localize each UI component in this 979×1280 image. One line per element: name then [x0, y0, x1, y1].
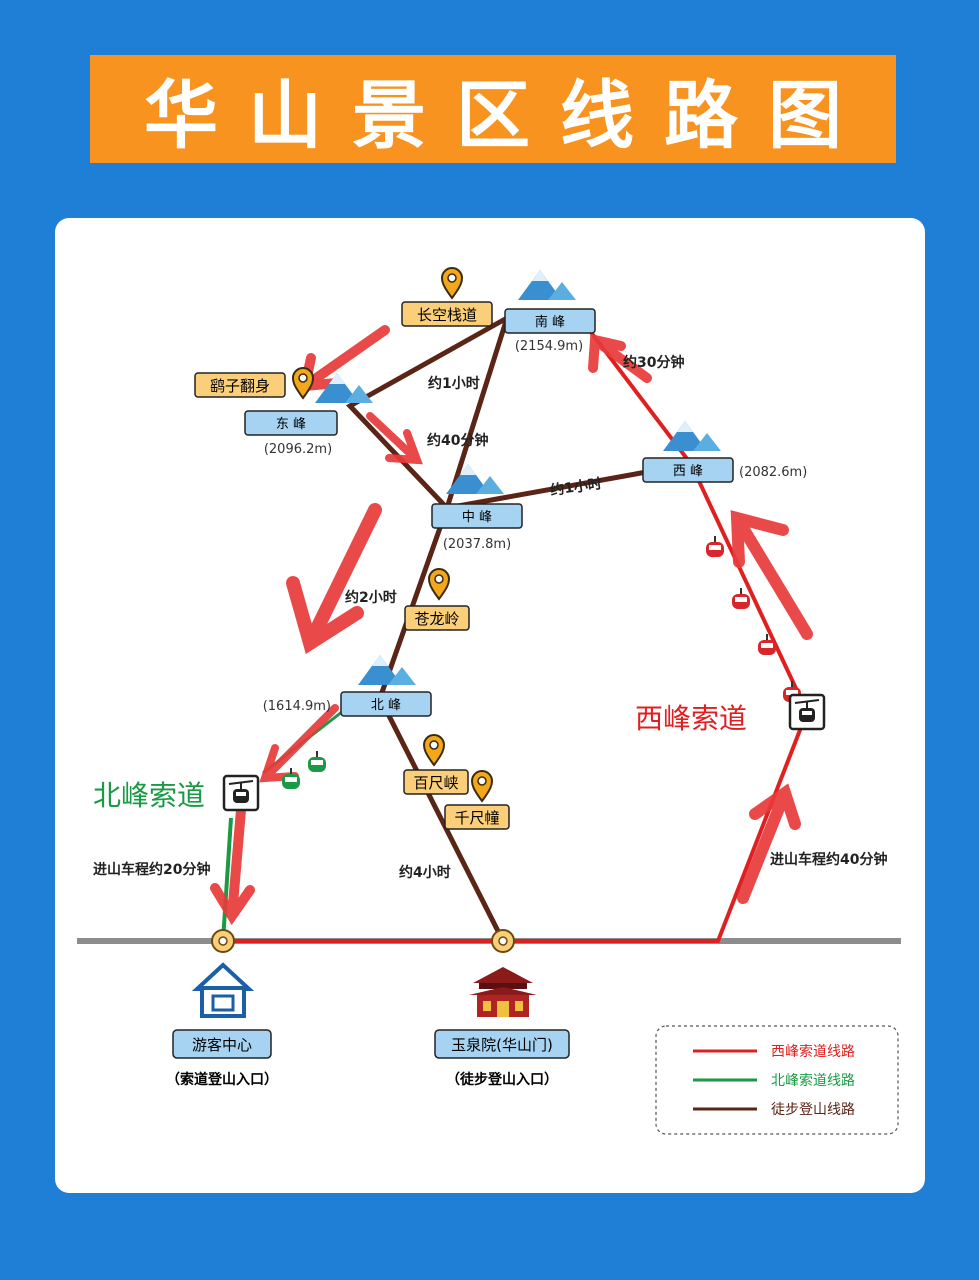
map-card: 南 峰 (2154.9m) 东 峰 (2096.2m) 中 峰 (2037.8m…: [55, 218, 925, 1193]
time-east-middle: 约40分钟: [427, 432, 488, 449]
peak-north-elevation: (1614.9m): [263, 699, 331, 714]
time-north-base: 约4小时: [399, 864, 451, 881]
spot-changkong: 长空栈道: [401, 301, 493, 327]
north-cableway-route: [221, 817, 233, 942]
time-south-west: 约30分钟: [623, 354, 684, 371]
entrance-visitor-center-name: 游客中心: [192, 1036, 252, 1054]
route-map: 南 峰 (2154.9m) 东 峰 (2096.2m) 中 峰 (2037.8m…: [77, 267, 901, 1135]
entrance-yuquan-name: 玉泉院(华山门): [451, 1036, 553, 1054]
time-middle-north: 约2小时: [345, 589, 397, 606]
spot-baichi: 百尺峡: [403, 769, 469, 795]
peak-west-elevation: (2082.6m): [739, 465, 807, 480]
peak-south-elevation: (2154.9m): [515, 339, 583, 354]
station-yuquan-dot: [491, 929, 515, 953]
spot-yaozi-label: 鹞子翻身: [210, 377, 270, 395]
arrow-red: [588, 333, 652, 383]
peak-middle: 中 峰 (2037.8m): [431, 503, 523, 552]
title-banner: 华山景区线路图: [90, 55, 896, 163]
legend-label: 北峰索道线路: [771, 1072, 855, 1089]
peak-middle-name: 中 峰: [462, 510, 492, 525]
cable-car-icon: [307, 750, 327, 773]
map-title: 华山景区线路图: [144, 72, 872, 159]
peak-north-name: 北 峰: [371, 698, 401, 713]
entrance-visitor-center: 游客中心 （索道登山入口）: [166, 1029, 278, 1088]
peak-east: 东 峰 (2096.2m): [244, 410, 338, 457]
cable-car-icon: [705, 535, 725, 558]
cableway-station-north-icon: [222, 774, 260, 812]
entrance-visitor-center-note: （索道登山入口）: [166, 1071, 278, 1088]
spot-canglong: 苍龙岭: [404, 605, 470, 631]
location-pin-icon: [441, 267, 463, 299]
cable-car-icon: [281, 767, 301, 790]
location-pin-icon: [428, 568, 450, 600]
hiking-route: [345, 315, 692, 943]
label-north-cableway: 北峰索道: [93, 779, 205, 812]
cableway-station-west-icon: [788, 693, 826, 731]
spot-changkong-label: 长空栈道: [417, 306, 477, 324]
location-pin-icon: [471, 770, 493, 802]
arrow-red: [210, 805, 255, 926]
spot-yaozi: 鹞子翻身: [194, 372, 286, 398]
peak-east-name: 东 峰: [276, 417, 306, 432]
time-bus-west: 进山车程约40分钟: [770, 851, 887, 868]
peak-west-name: 西 峰: [673, 464, 703, 479]
peak-north: 北 峰 (1614.9m): [263, 691, 432, 717]
arrow-red: [730, 510, 813, 640]
cable-car-icon: [731, 587, 751, 610]
temple-icon: [469, 967, 537, 1017]
arrow-red: [298, 325, 390, 392]
legend-label: 徒步登山线路: [771, 1102, 855, 1118]
location-pin-icon: [292, 367, 314, 399]
mountain-icon: [518, 270, 576, 300]
peak-east-elevation: (2096.2m): [264, 442, 332, 457]
spot-baichi-label: 百尺峡: [413, 774, 458, 792]
peak-west: 西 峰 (2082.6m): [642, 457, 807, 483]
entrance-yuquan: 玉泉院(华山门) （徒步登山入口）: [434, 1029, 570, 1088]
spot-canglong-label: 苍龙岭: [414, 610, 459, 628]
peak-south-name: 南 峰: [535, 314, 565, 330]
station-visitor-center-dot: [211, 929, 235, 953]
time-south-east: 约1小时: [428, 375, 480, 392]
label-west-cableway: 西峰索道: [635, 702, 747, 735]
entrance-yuquan-note: （徒步登山入口）: [446, 1071, 558, 1088]
peak-south: 南 峰 (2154.9m): [504, 308, 596, 354]
house-icon: [191, 962, 255, 1018]
time-middle-west: 约1小时: [549, 475, 603, 499]
mountain-icon: [358, 655, 416, 685]
location-pin-icon: [423, 734, 445, 766]
legend-label: 西峰索道线路: [771, 1043, 855, 1060]
arrow-red: [366, 412, 423, 465]
time-bus-north: 进山车程约20分钟: [93, 861, 210, 878]
arrow-red: [737, 783, 801, 904]
spot-qianchi-label: 千尺幢: [454, 809, 499, 827]
peak-middle-elevation: (2037.8m): [443, 537, 511, 552]
spot-qianchi: 千尺幢: [444, 804, 510, 830]
arrow-red: [286, 503, 382, 654]
